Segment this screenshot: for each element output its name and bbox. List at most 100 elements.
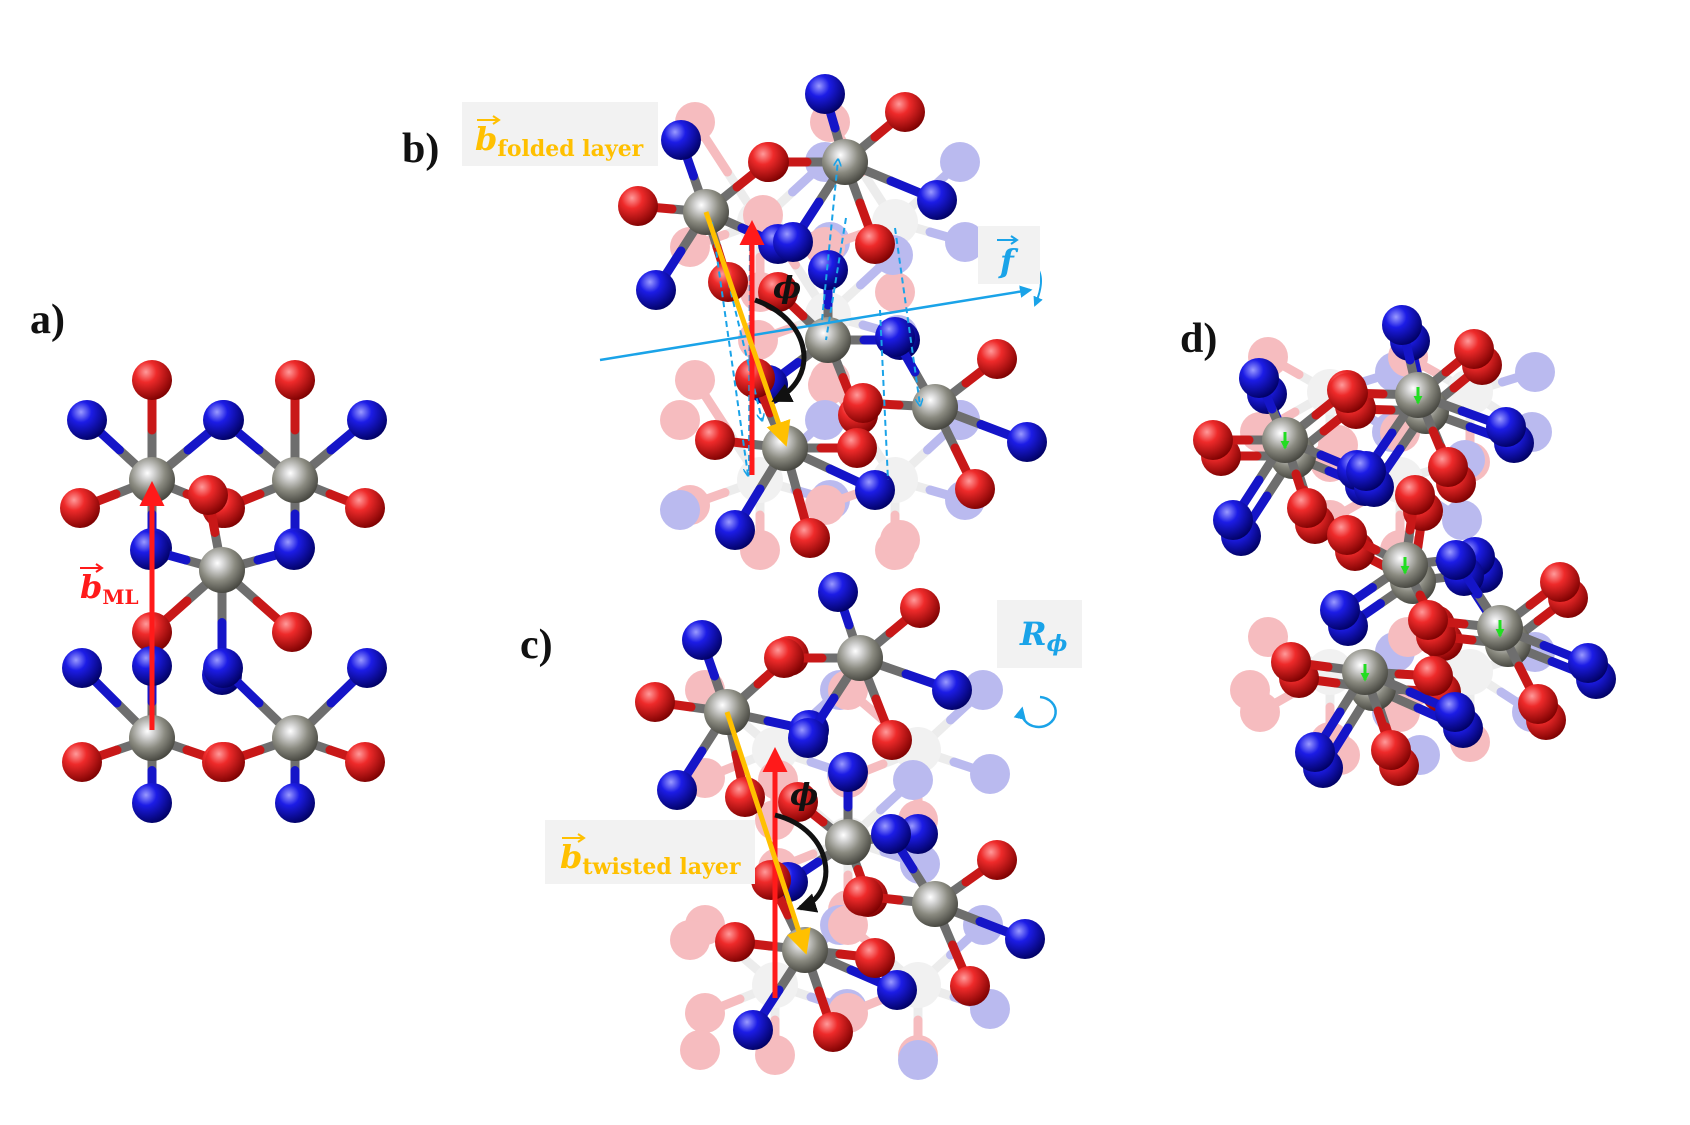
blue-atom [661, 120, 701, 160]
panel-a-monolayer-structure [60, 360, 387, 823]
red-atom [813, 1012, 853, 1052]
panel-a-b-ml-label: bML [80, 563, 139, 609]
blue-atom [875, 317, 915, 357]
blue-atom [62, 648, 102, 688]
red-atom [977, 840, 1017, 880]
red-atom [955, 469, 995, 509]
red-atom [695, 420, 735, 460]
panel-d-stacked-structure [1193, 305, 1616, 788]
blue-atom [657, 770, 697, 810]
rotation-icon [1013, 695, 1057, 729]
octahedral-unit [764, 572, 972, 760]
gray-metal-atom [912, 881, 958, 927]
blue-atom [818, 572, 858, 612]
red-atom [675, 360, 715, 400]
red-atom [1240, 692, 1280, 732]
panel-c-rotation-label: Rϕ [997, 600, 1082, 729]
f-overarrow-icon [997, 235, 1019, 245]
blue-atom [970, 754, 1010, 794]
blue-atom [660, 490, 700, 530]
octahedral-unit [1271, 642, 1475, 772]
blue-atom [1382, 305, 1422, 345]
svg-text:bML: bML [80, 568, 139, 609]
blue-atom [682, 620, 722, 660]
blue-atom [132, 783, 172, 823]
panel-c-twisted-structure [635, 572, 1045, 1080]
b-twisted-symbol: b [560, 838, 582, 876]
panel-b-angle-arc: ϕ [754, 271, 807, 403]
red-atom [670, 485, 710, 525]
red-atom [685, 905, 725, 945]
blue-atom [203, 400, 243, 440]
gray-metal-atom [825, 819, 871, 865]
panel-c-label-box: btwisted layer [545, 820, 755, 884]
octahedral-unit [843, 814, 1045, 1006]
blue-atom [1295, 732, 1335, 772]
panel-a-letter: a) [30, 297, 65, 343]
red-atom [725, 777, 765, 817]
blue-atom [1486, 407, 1526, 447]
panel-c-letter: c) [520, 622, 553, 668]
red-atom [805, 485, 845, 525]
red-atom [1328, 373, 1368, 413]
phi-symbol-b: ϕ [773, 271, 801, 306]
panel-c-twisted-vector [724, 711, 811, 955]
r-symbol: R [1019, 615, 1047, 653]
red-atom [618, 186, 658, 226]
blue-atom [900, 844, 940, 884]
red-atom [843, 876, 883, 916]
red-atom [1518, 684, 1558, 724]
blue-atom [1320, 590, 1360, 630]
blue-atom [1005, 919, 1045, 959]
svg-text:bfolded layer: bfolded layer [475, 120, 644, 162]
red-atom [843, 383, 883, 423]
red-atom [1428, 447, 1468, 487]
red-atom [758, 272, 798, 312]
red-atom [345, 488, 385, 528]
red-atom [715, 922, 755, 962]
red-atom [790, 518, 830, 558]
blue-atom [1436, 540, 1476, 580]
blue-atom [917, 180, 957, 220]
svg-text:Rϕ: Rϕ [1019, 615, 1068, 657]
red-atom [680, 1030, 720, 1070]
red-atom [855, 938, 895, 978]
gray-metal-atom [129, 715, 175, 761]
blue-atom [1007, 422, 1047, 462]
blue-atom [898, 1040, 938, 1080]
red-atom [60, 488, 100, 528]
b-folded-symbol: b [475, 120, 497, 158]
red-atom [837, 428, 877, 468]
b-folded-subscript: folded layer [497, 136, 643, 162]
red-atom [1230, 670, 1270, 710]
b-ml-overarrow-icon [80, 563, 104, 573]
blue-atom [274, 530, 314, 570]
blue-atom [275, 783, 315, 823]
panel-b-folded-vector [703, 211, 791, 447]
red-atom [900, 588, 940, 628]
gray-metal-atom [822, 139, 868, 185]
b-folded-overarrow-icon [477, 115, 501, 125]
blue-atom [1568, 643, 1608, 683]
red-atom [977, 339, 1017, 379]
panel-d-letter: d) [1180, 316, 1217, 362]
red-atom [1454, 329, 1494, 369]
blue-atom [1239, 358, 1279, 398]
blue-atom [203, 648, 243, 688]
f-symbol: f [998, 242, 1019, 280]
red-atom [1271, 642, 1311, 682]
octahedral-unit [1408, 540, 1608, 724]
gray-metal-atom [912, 384, 958, 430]
blue-atom [940, 142, 980, 182]
red-atom [1327, 515, 1367, 555]
red-atom [635, 682, 675, 722]
red-atom [1371, 730, 1411, 770]
red-atom [1193, 420, 1233, 460]
blue-atom [877, 970, 917, 1010]
panel-b-letter: b) [402, 126, 439, 172]
red-atom [885, 92, 925, 132]
red-atom [875, 530, 915, 570]
red-atom [1413, 656, 1453, 696]
blue-atom [855, 470, 895, 510]
octahedral-unit [203, 648, 387, 823]
